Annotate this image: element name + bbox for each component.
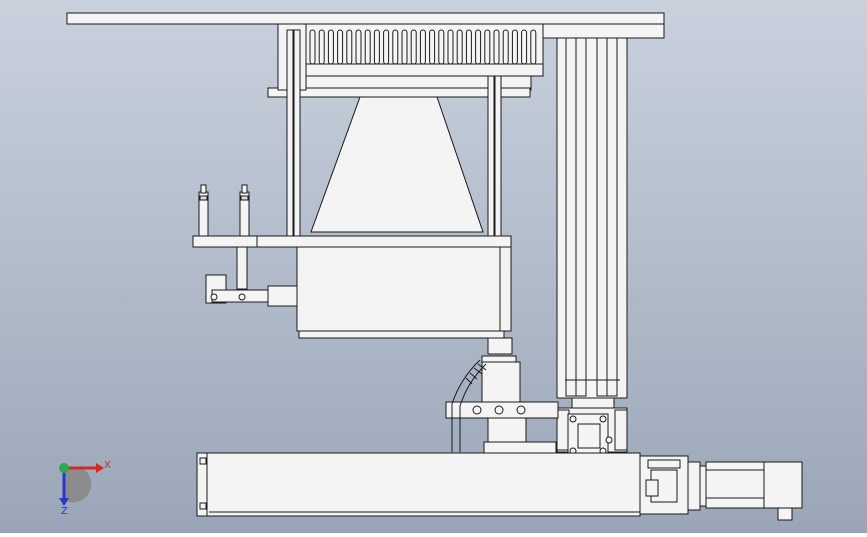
comb-tooth <box>530 29 537 65</box>
hopper[interactable] <box>310 96 484 233</box>
comb-tooth <box>493 29 500 65</box>
axis-x-label: X <box>104 460 111 471</box>
comb-tooth <box>355 29 362 65</box>
vertical-linear-actuator[interactable] <box>556 37 628 399</box>
comb-tooth <box>465 29 472 65</box>
comb-tooth <box>392 29 399 65</box>
axis-z-label: Z <box>61 506 68 517</box>
comb-tooth <box>410 29 417 65</box>
comb-tooth <box>521 29 528 65</box>
comb-tooth <box>383 29 390 65</box>
comb-tooth <box>456 29 463 65</box>
comb-tooth <box>502 29 509 65</box>
comb-tooth <box>318 29 325 65</box>
comb-tooth <box>511 29 518 65</box>
cylinder-assembly[interactable] <box>445 337 559 455</box>
support-plate[interactable] <box>192 235 512 248</box>
comb-block[interactable] <box>267 23 544 98</box>
base-linear-actuator[interactable] <box>196 452 641 517</box>
air-hose <box>451 359 487 452</box>
base-servo-motor[interactable] <box>639 455 803 521</box>
comb-tooth <box>419 29 426 65</box>
comb-tooth <box>429 29 436 65</box>
comb-tooth <box>484 29 491 65</box>
comb-tooth <box>401 29 408 65</box>
comb-tooth <box>364 29 371 65</box>
comb-tooth <box>447 29 454 65</box>
comb-tooth <box>438 29 445 65</box>
coordinate-triad-icon: X Z <box>59 460 111 517</box>
comb-tooth <box>327 29 334 65</box>
comb-tooth <box>373 29 380 65</box>
comb-tooth <box>475 29 482 65</box>
comb-tooth <box>337 29 344 65</box>
comb-tooth <box>309 29 316 65</box>
cad-model[interactable] <box>66 12 803 521</box>
bolt-posts <box>198 184 250 237</box>
column-motor-mount[interactable] <box>556 397 628 457</box>
main-housing[interactable] <box>296 246 512 339</box>
comb-tooth <box>346 29 353 65</box>
